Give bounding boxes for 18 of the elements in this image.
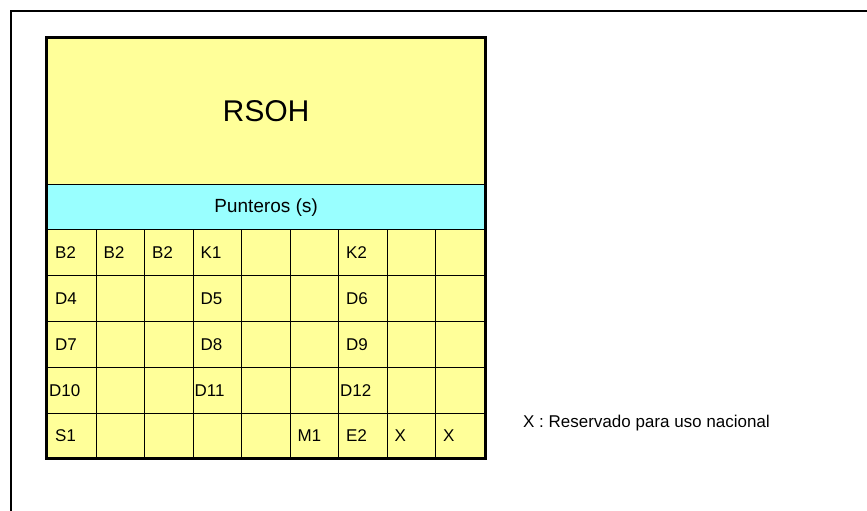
grid-cell: D7	[48, 322, 96, 368]
grid-cell: X	[388, 414, 436, 457]
grid-cell: B2	[145, 230, 194, 276]
grid-cell: K2	[339, 230, 388, 276]
grid-cell: D5	[194, 276, 242, 322]
note-text: X : Reservado para uso nacional	[523, 411, 771, 433]
grid-cell: K1	[194, 230, 242, 276]
grid-cell: D12	[339, 368, 388, 414]
grid-cell: B2	[96, 230, 145, 276]
grid-cell: D8	[194, 322, 242, 368]
grid-cell: D4	[48, 276, 96, 322]
pointer-band: Punteros (s)	[48, 185, 484, 230]
grid-cell: B2	[48, 230, 96, 276]
grid-cell: D10	[48, 368, 96, 414]
grid-cell: D6	[339, 276, 388, 322]
grid-cell: D11	[194, 368, 242, 414]
grid-cell: M1	[290, 414, 339, 457]
grid-cell: D9	[339, 322, 388, 368]
